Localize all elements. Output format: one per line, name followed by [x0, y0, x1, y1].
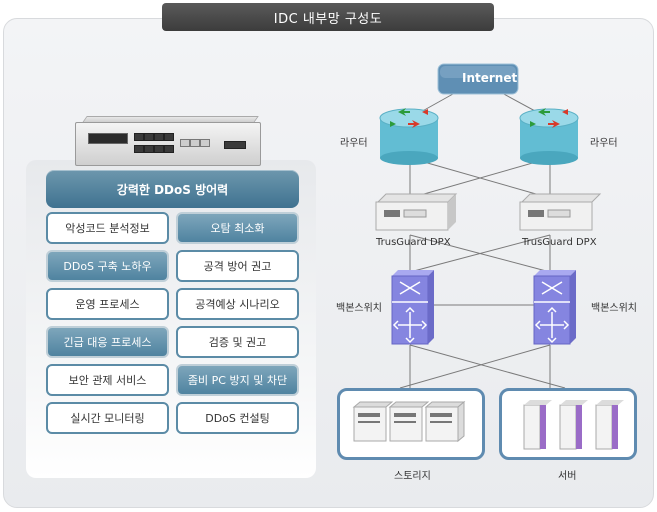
router-right-label: 라우터	[590, 138, 618, 149]
feature-item: DDoS 구축 노하우	[46, 250, 169, 282]
internet-icon	[437, 63, 519, 95]
server-label: 서버	[558, 471, 577, 482]
feature-item: 실시간 모니터링	[46, 402, 169, 434]
appliance-module	[190, 139, 200, 147]
appliance-lcd	[88, 133, 128, 144]
dpx-right-label: TrusGuard DPX	[522, 237, 597, 248]
router-right-icon	[519, 108, 579, 165]
appliance-port	[144, 133, 154, 141]
appliance-port	[154, 145, 164, 153]
switch-right-label: 백본스위치	[591, 303, 637, 314]
link-cross-b	[409, 157, 551, 199]
headline-ddos-defense: 강력한 DDoS 방어력	[46, 170, 299, 208]
appliance-port	[134, 145, 144, 153]
storage-icon	[352, 400, 466, 443]
ddos-appliance-image	[75, 122, 261, 166]
feature-item: DDoS 컨설팅	[176, 402, 299, 434]
server-box	[499, 388, 637, 460]
appliance-slot	[224, 141, 246, 149]
internet-label: Internet	[462, 71, 518, 85]
feature-item: 공격예상 시나리오	[176, 288, 299, 320]
appliance-port	[154, 133, 164, 141]
appliance-port	[164, 145, 174, 153]
feature-item: 악성코드 분석정보	[46, 212, 169, 244]
dpx-left-icon	[375, 193, 458, 231]
feature-item: 공격 방어 권고	[176, 250, 299, 282]
feature-item: 검증 및 권고	[176, 326, 299, 358]
feature-item: 보안 관제 서비스	[46, 364, 169, 396]
appliance-port	[164, 133, 174, 141]
storage-box	[337, 388, 485, 460]
link-cross-e	[409, 344, 566, 389]
storage-label: 스토리지	[394, 471, 431, 482]
appliance-module	[180, 139, 190, 147]
dpx-right-icon	[519, 193, 602, 231]
switch-left-icon	[391, 270, 434, 345]
feature-item: 운영 프로세스	[46, 288, 169, 320]
appliance-port	[134, 133, 144, 141]
switch-left-label: 백본스위치	[336, 303, 382, 314]
link-cross-f	[399, 344, 551, 389]
switch-right-icon	[533, 270, 576, 345]
feature-item: 긴급 대응 프로세스	[46, 326, 169, 358]
router-left-label: 라우터	[340, 138, 368, 149]
appliance-port	[144, 145, 154, 153]
server-icon	[523, 400, 624, 450]
router-left-icon	[379, 108, 439, 165]
feature-item: 좀비 PC 방지 및 차단	[176, 364, 299, 396]
page-title: IDC 내부망 구성도	[162, 3, 494, 31]
link-cross-d	[409, 234, 551, 273]
dpx-left-label: TrusGuard DPX	[376, 237, 451, 248]
appliance-module	[200, 139, 210, 147]
feature-item: 오탐 최소화	[176, 212, 299, 244]
